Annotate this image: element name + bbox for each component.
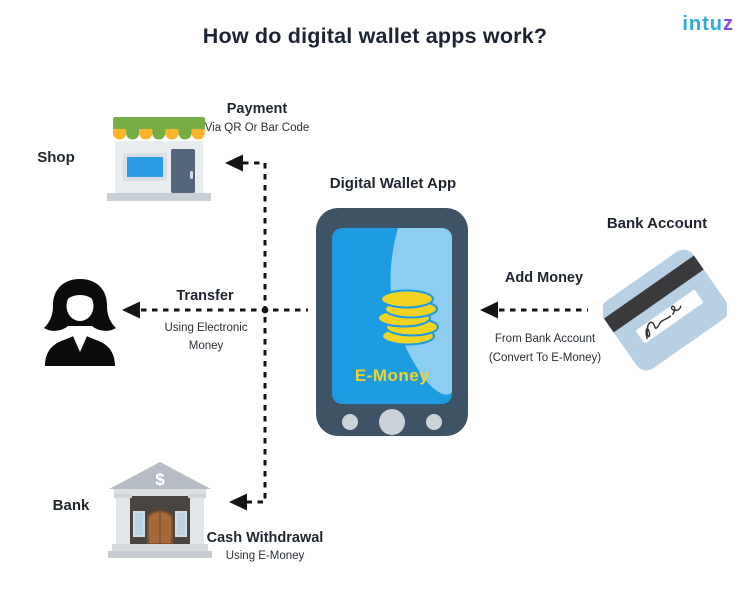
- shop-door: [171, 149, 195, 193]
- bank-pediment: [109, 462, 211, 489]
- magnetic-stripe: [603, 255, 704, 333]
- bank-step-upper: [112, 544, 208, 551]
- wallet-label: Digital Wallet App: [329, 175, 457, 192]
- add-money-flow-subtitle1: From Bank Account: [494, 333, 596, 345]
- bank-label: Bank: [52, 497, 90, 514]
- page-title: How do digital wallet apps work?: [202, 24, 548, 48]
- shop-base: [107, 193, 211, 201]
- cash-withdrawal-flow-title: Cash Withdrawal: [206, 530, 324, 546]
- transfer-flow-subtitle1: Using Electronic: [164, 322, 248, 334]
- bank-dollar-symbol: $: [155, 470, 165, 489]
- smartphone-illustration: E-Money: [316, 208, 468, 436]
- shop-icon: [107, 117, 211, 201]
- phone-button-right: [426, 414, 442, 430]
- bank-column-left: [116, 494, 130, 544]
- payment-arrowhead: [225, 154, 243, 172]
- cash-withdrawal-arrowhead: [229, 493, 247, 511]
- bank-step-lower: [108, 551, 212, 558]
- person-vneck: [73, 333, 87, 352]
- shop-window: [127, 157, 163, 177]
- phone-screen: E-Money: [332, 228, 452, 404]
- shop-awning-scallops: [113, 129, 205, 140]
- cash-withdrawal-flow-subtitle: Using E-Money: [225, 550, 305, 562]
- phone-button-left: [342, 414, 358, 430]
- shop-awning-bar: [113, 117, 205, 130]
- intuz-logo: intuz: [682, 13, 734, 36]
- person-fringe: [65, 290, 95, 301]
- bank-window-left: [133, 511, 145, 537]
- phone-home-button: [379, 409, 405, 435]
- connector-junction-dot: [261, 306, 269, 314]
- add-money-arrowhead: [480, 301, 498, 319]
- shop-door-handle: [190, 171, 193, 179]
- payment-flow-subtitle: Via QR Or Bar Code: [204, 122, 310, 134]
- logo-text-part1: intu: [682, 13, 723, 35]
- add-money-flow-title: Add Money: [504, 270, 584, 286]
- credit-card-icon: [603, 249, 727, 371]
- bank-entablature: [114, 489, 206, 496]
- add-money-flow-subtitle2: (Convert To E-Money): [488, 352, 602, 364]
- signature-scribble: [645, 305, 682, 340]
- transfer-arrowhead: [122, 301, 140, 319]
- bank-account-label: Bank Account: [606, 215, 708, 232]
- emoney-label: E-Money: [354, 366, 430, 385]
- bank-window-right: [175, 511, 187, 537]
- logo-text-part2: z: [723, 13, 734, 35]
- payment-flow-title: Payment: [226, 101, 288, 117]
- person-face: [66, 291, 94, 321]
- bank-column-left-cap: [114, 494, 132, 498]
- bank-icon: $: [108, 462, 212, 558]
- person-icon: [44, 279, 116, 366]
- bank-column-right-cap: [188, 494, 206, 498]
- coin-stack-icon: [377, 289, 439, 346]
- transfer-flow-subtitle2: Money: [188, 340, 224, 352]
- shop-label: Shop: [37, 149, 75, 166]
- transfer-flow-title: Transfer: [176, 288, 234, 304]
- bank-column-right: [190, 494, 204, 544]
